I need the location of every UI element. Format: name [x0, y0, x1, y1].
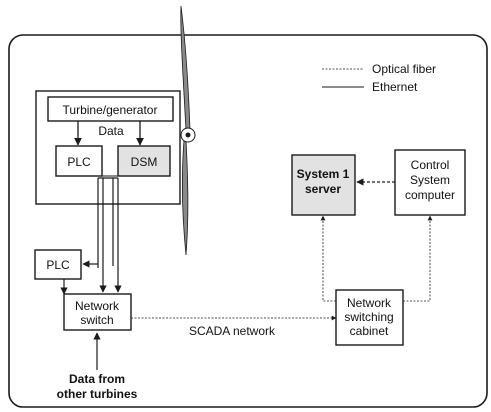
system1-server-label-2: server	[305, 182, 341, 196]
data-label: Data	[98, 124, 124, 138]
legend-ethernet-label: Ethernet	[372, 80, 418, 94]
link-cabinet-to-control	[403, 215, 433, 302]
plc-inner-box	[55, 145, 103, 177]
control-system-label-1: Control	[411, 158, 450, 172]
plc-outer-box	[34, 249, 82, 280]
nacelle-enclosure	[35, 90, 181, 205]
switching-cabinet-box	[335, 289, 404, 346]
hub-cap	[185, 132, 191, 138]
dsm-label: DSM	[131, 155, 158, 169]
control-system-label-2: System	[410, 173, 450, 187]
turbine-generator-box	[47, 96, 174, 122]
network-switch-label-2: switch	[80, 313, 113, 327]
control-system-box	[394, 149, 466, 216]
blade-upper	[180, 5, 191, 131]
switching-cabinet-label-2: switching	[344, 310, 393, 324]
network-switch-label-1: Network	[75, 299, 120, 313]
tower-cables	[97, 177, 119, 268]
switching-cabinet-label-1: Network	[347, 296, 392, 310]
legend-optical-label: Optical fiber	[372, 62, 436, 76]
scada-network-label: SCADA network	[189, 324, 276, 338]
switching-cabinet-label-3: cabinet	[350, 324, 389, 338]
wind-turbine-icon	[180, 5, 196, 256]
plc-inner-label: PLC	[67, 155, 91, 169]
plc-outer-label: PLC	[46, 258, 70, 272]
link-cabinet-to-system1	[320, 215, 336, 302]
other-turbines-label-1: Data from	[69, 372, 125, 386]
network-switch-box	[63, 293, 132, 331]
control-system-label-3: computer	[405, 188, 455, 202]
other-turbines-label-2: other turbines	[57, 387, 138, 401]
outer-frame	[8, 34, 488, 408]
turbine-generator-label: Turbine/generator	[63, 103, 158, 117]
system1-server-box	[291, 154, 356, 216]
system1-server-label-1: System 1	[297, 167, 350, 181]
dsm-box	[117, 145, 171, 177]
blade-lower	[181, 139, 189, 256]
